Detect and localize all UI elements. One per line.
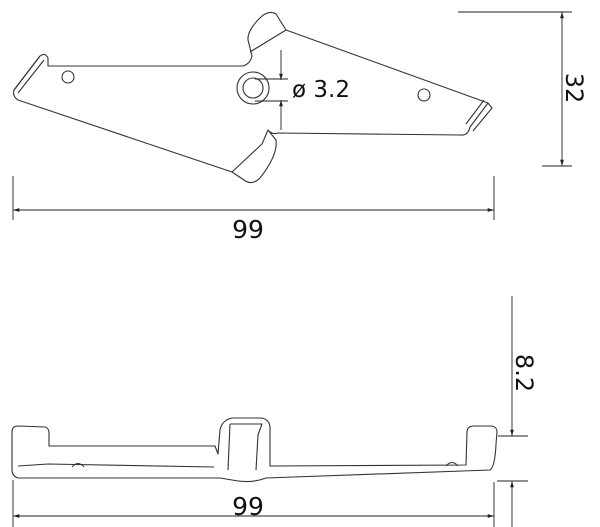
- side-view-inner-line: [17, 463, 215, 468]
- top-length-label: 99: [232, 215, 264, 244]
- top-length-dimension: 99: [12, 176, 495, 244]
- top-view-part: [12, 11, 493, 184]
- height-dimension: 32: [458, 11, 588, 167]
- left-tab: [13, 55, 45, 94]
- side-length-label: 99: [232, 492, 264, 521]
- left-hole: [61, 70, 75, 84]
- side-view-part: [11, 417, 498, 483]
- center-bump-inner: [227, 423, 263, 471]
- top-tab: [249, 29, 287, 53]
- top-view-outline: [12, 11, 489, 184]
- right-hole: [417, 88, 431, 102]
- thickness-dimension: 8.2: [497, 296, 538, 527]
- side-view-outline: [11, 417, 498, 483]
- center-hole-outer: [236, 71, 270, 105]
- center-hole-inner: [242, 77, 264, 99]
- height-label: 32: [560, 73, 588, 104]
- right-tab: [465, 99, 493, 132]
- left-rivet: [71, 462, 85, 468]
- thickness-label: 8.2: [510, 354, 538, 392]
- hole-diameter-dimension: ø 3.2: [255, 50, 350, 130]
- hole-diameter-label: ø 3.2: [292, 77, 350, 103]
- bottom-tab: [231, 129, 269, 173]
- side-length-dimension: 99: [12, 480, 495, 527]
- right-rivet: [445, 461, 459, 467]
